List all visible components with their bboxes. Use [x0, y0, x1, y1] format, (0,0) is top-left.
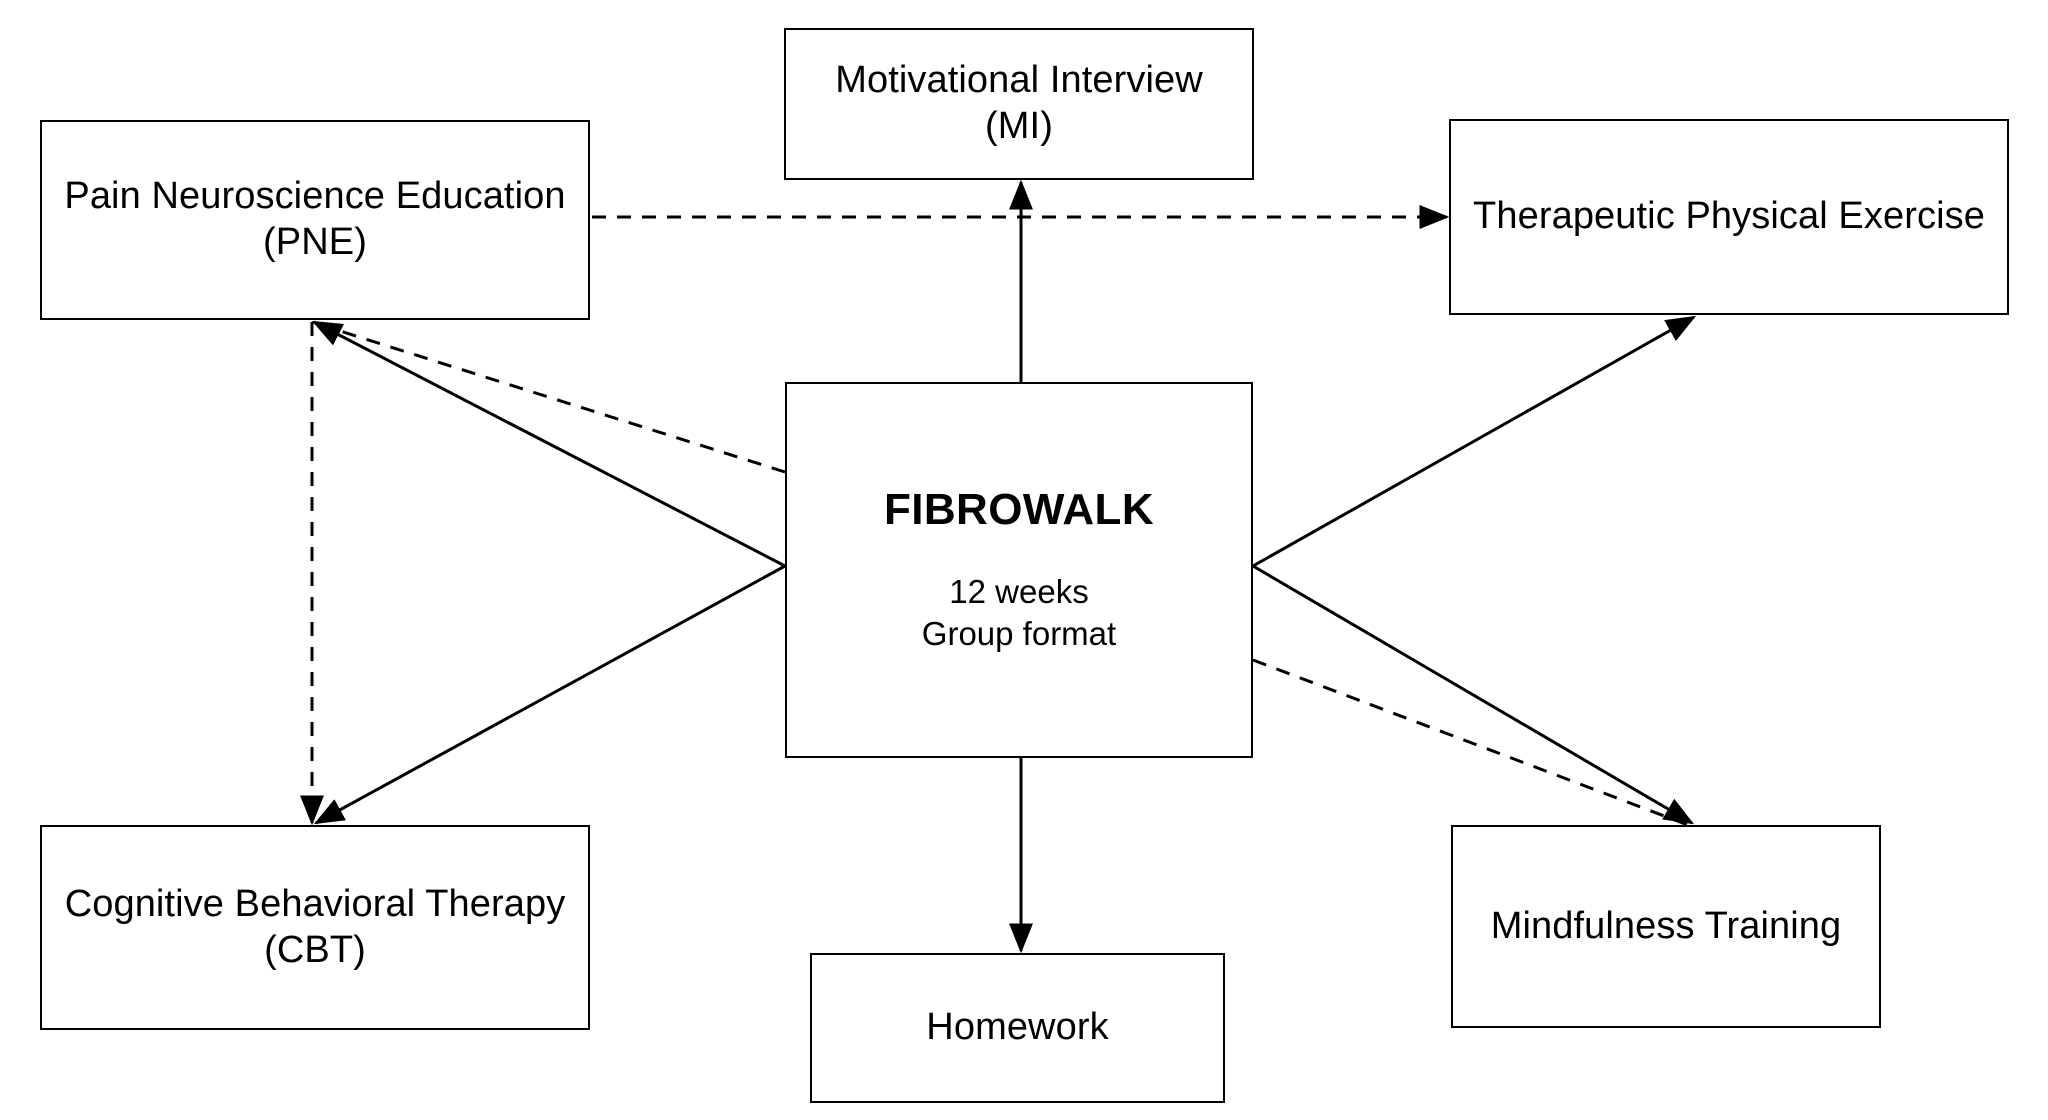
- node-homework[interactable]: Homework: [810, 953, 1225, 1103]
- node-pain-neuroscience-education[interactable]: Pain Neuroscience Education (PNE): [40, 120, 590, 320]
- edge-fibrowalk-to-mindfulness: [1252, 564, 1695, 825]
- edge-fibrowalk-to-pne-dashed: [317, 322, 786, 474]
- node-mindfulness-training[interactable]: Mindfulness Training: [1451, 825, 1881, 1028]
- node-label-fibrowalk: FIBROWALK: [883, 485, 1154, 535]
- node-label-therapeutic-physical-exercise: Therapeutic Physical Exercise: [1473, 195, 1985, 238]
- node-cognitive-behavioral-therapy[interactable]: Cognitive Behavioral Therapy (CBT): [40, 825, 590, 1030]
- node-sublabel-fibrowalk: 12 weeks Group format: [921, 573, 1117, 653]
- edge-fibrowalk-to-pne: [311, 320, 786, 568]
- node-label-mindfulness-training: Mindfulness Training: [1490, 904, 1842, 947]
- node-motivational-interview[interactable]: Motivational Interview (MI): [784, 28, 1254, 180]
- edge-fibrowalk-to-therapeutic-physical-exercise: [1252, 315, 1697, 568]
- node-label-pain-neuroscience-education: Pain Neuroscience Education (PNE): [64, 175, 566, 263]
- node-therapeutic-physical-exercise[interactable]: Therapeutic Physical Exercise: [1449, 119, 2009, 315]
- node-label-motivational-interview: Motivational Interview (MI): [835, 59, 1203, 147]
- node-label-homework: Homework: [926, 1006, 1109, 1049]
- node-label-cognitive-behavioral-therapy: Cognitive Behavioral Therapy (CBT): [64, 882, 566, 971]
- edge-fibrowalk-to-mindfulness-dashed: [1252, 658, 1689, 827]
- node-fibrowalk[interactable]: FIBROWALK 12 weeks Group format: [785, 382, 1253, 758]
- edge-fibrowalk-to-cbt: [313, 564, 786, 825]
